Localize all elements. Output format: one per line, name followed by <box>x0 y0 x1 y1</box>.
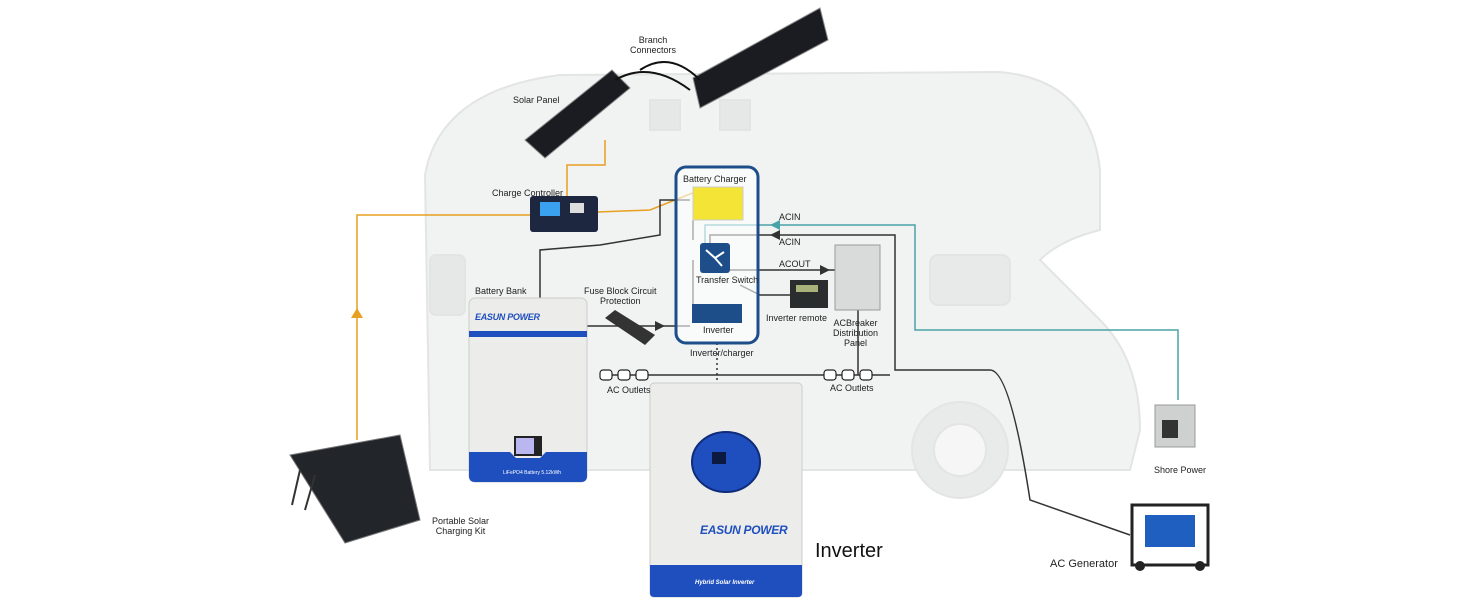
label-transfer-switch: Transfer Switch <box>696 275 759 285</box>
label-line: Fuse Block Circuit <box>584 286 657 296</box>
label-ac-outlets-right: AC Outlets <box>830 383 874 393</box>
label-line: Portable Solar <box>432 516 490 526</box>
inverter-brand-logo: EASUN POWER <box>700 523 788 537</box>
label-inverter-remote: Inverter remote <box>766 313 828 323</box>
ac-generator-device <box>1130 503 1210 571</box>
acout-arrow <box>820 265 830 275</box>
solar-panel-right <box>692 7 829 109</box>
hybrid-inverter-product <box>649 382 803 598</box>
label-solar-panel: Solar Panel <box>513 95 560 105</box>
label-line: Branch <box>638 35 668 45</box>
charge-controller <box>530 196 598 232</box>
branch-connector-wires <box>614 61 701 91</box>
breaker-panel-device <box>834 244 881 311</box>
switch-glyph <box>705 249 725 267</box>
label-ac-outlets-left: AC Outlets <box>607 385 651 395</box>
label-inverter-small: Inverter <box>703 325 734 335</box>
label-line: Charging Kit <box>435 526 486 536</box>
label-line: Distribution <box>833 328 879 338</box>
battery-product-label: LiFePO4 Battery 5.12kWh <box>503 470 562 476</box>
label-line: Connectors <box>630 45 677 55</box>
battery-bank-product <box>468 297 588 483</box>
inverter-remote-device <box>790 280 828 308</box>
label-acin-2: ACIN <box>779 237 801 247</box>
label-acin-1: ACIN <box>779 212 801 222</box>
shore-arrow <box>770 220 780 230</box>
portable-solar-kit <box>289 434 421 544</box>
dc-arrow <box>351 308 363 318</box>
label-shore-power: Shore Power <box>1154 465 1207 475</box>
fuse-arrow <box>655 321 665 331</box>
inverter-product-label: Hybrid Solar Inverter <box>695 580 755 586</box>
ac-outlets-icons <box>599 369 873 381</box>
label-acout: ACOUT <box>779 259 811 269</box>
solar-panel-left <box>524 69 631 159</box>
label-line: ACBreaker <box>833 318 878 328</box>
acin-arrow <box>770 230 780 240</box>
shore-power-box <box>1154 404 1196 448</box>
battery-brand-logo: EASUN POWER <box>475 312 540 322</box>
fuse-block-device <box>605 310 655 345</box>
inverter-unit <box>692 304 742 323</box>
label-inverter-charger: Inverter/charger <box>690 348 754 358</box>
label-line: Protection <box>600 296 641 306</box>
remote-screen <box>796 285 818 292</box>
label-ac-generator: AC Generator <box>1050 558 1118 570</box>
label-charge-controller: Charge Controller <box>492 188 564 198</box>
label-inverter-big: Inverter <box>815 540 883 562</box>
label-battery-charger: Battery Charger <box>683 174 747 184</box>
battery-charger-unit <box>692 186 744 221</box>
label-battery-bank: Battery Bank <box>475 286 527 296</box>
label-line: Panel <box>844 338 868 348</box>
